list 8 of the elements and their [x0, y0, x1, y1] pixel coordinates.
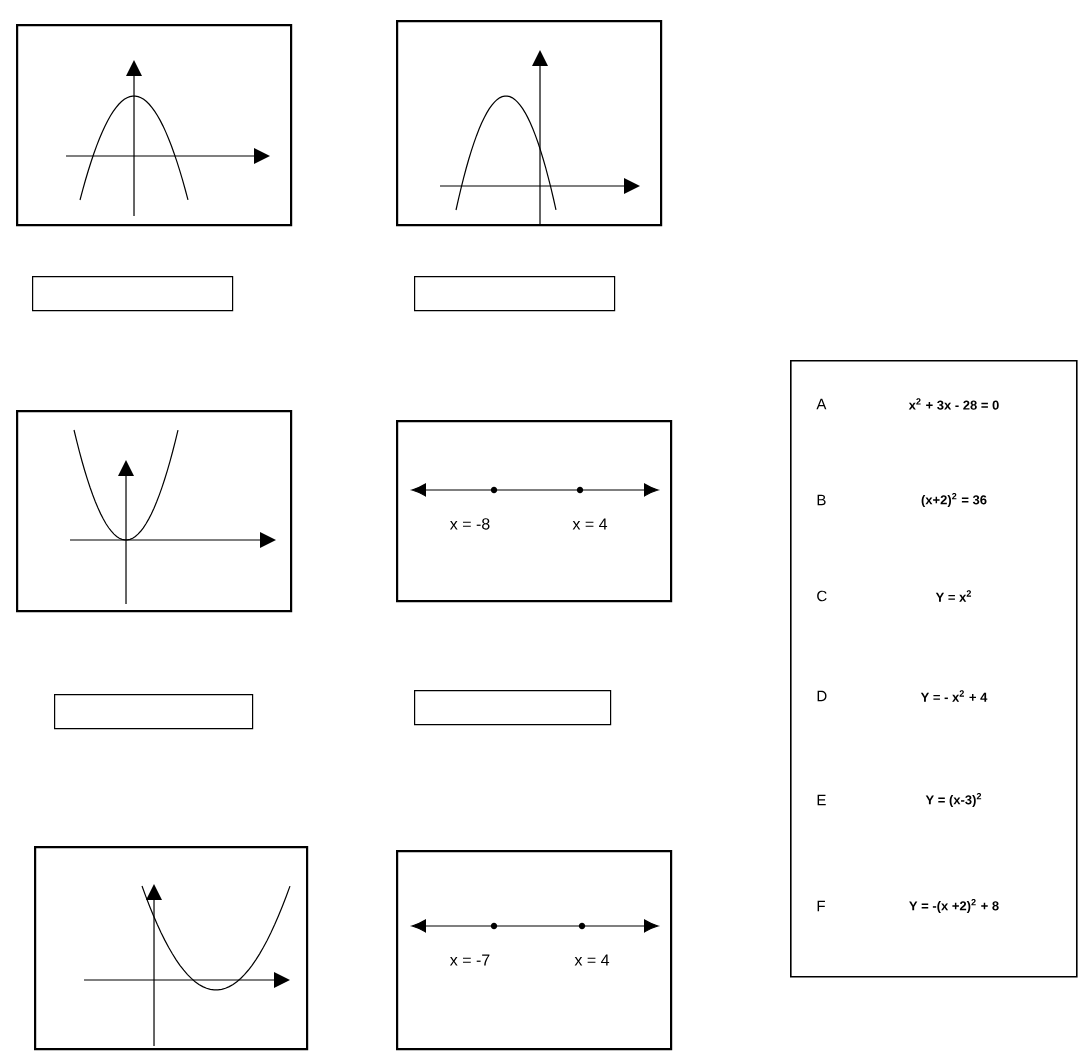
solution-label: x = -7 — [449, 954, 490, 966]
solution-label: x = 4 — [574, 954, 610, 966]
solution-label: x = 4 — [572, 518, 608, 530]
answer-box — [414, 690, 612, 726]
answer-box — [414, 276, 616, 312]
answer-box — [54, 694, 254, 730]
answer-box — [32, 276, 234, 312]
solution-label: x = -8 — [449, 518, 490, 530]
